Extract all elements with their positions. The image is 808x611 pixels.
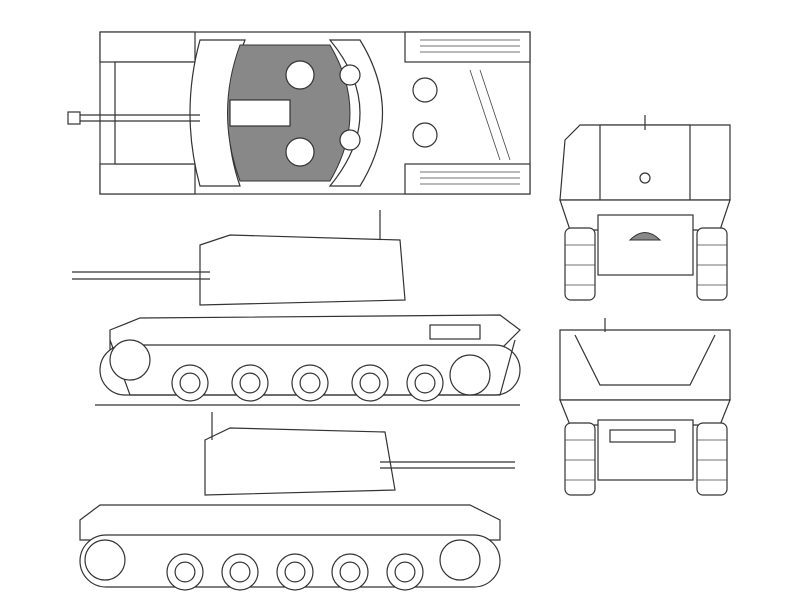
- sprocket-wheel: [109, 339, 151, 381]
- wheel-hub: [179, 372, 201, 394]
- wheel-hub: [284, 561, 306, 583]
- wheel-hub: [239, 372, 261, 394]
- wheel-hub: [394, 561, 416, 583]
- sprocket-wheel: [84, 539, 126, 581]
- wheel-hub: [339, 561, 361, 583]
- wheel-hub: [359, 372, 381, 394]
- front-view: [559, 115, 731, 301]
- wheel-hub: [414, 372, 436, 394]
- wheel-hub: [299, 372, 321, 394]
- road-wheels-side-view-right: [84, 539, 481, 591]
- top-view: [67, 31, 531, 195]
- wheel-hub: [229, 561, 251, 583]
- road-wheels-side-view-left: [109, 339, 491, 402]
- rear-view: [559, 318, 731, 496]
- sprocket-wheel: [439, 539, 481, 581]
- wheel-hub: [174, 561, 196, 583]
- sprocket-wheel: [449, 354, 491, 396]
